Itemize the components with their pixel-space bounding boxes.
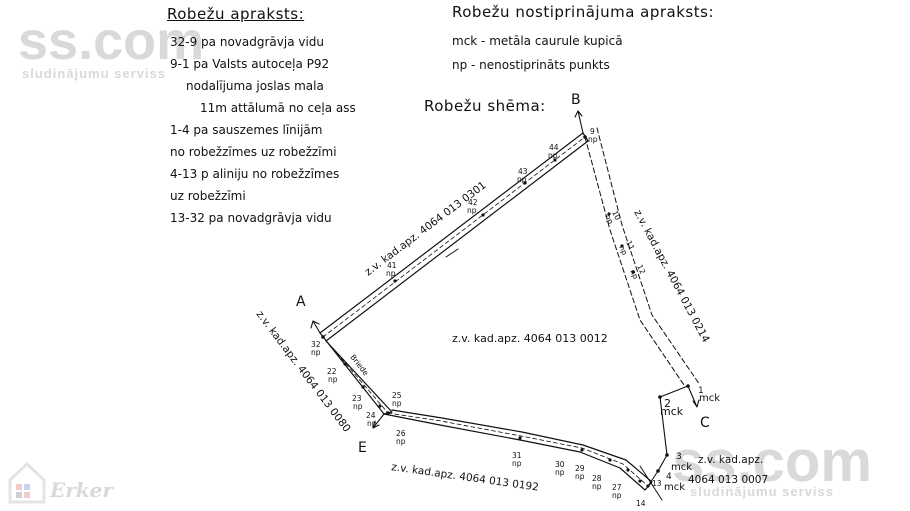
arrow-e xyxy=(372,413,385,429)
arrow-b xyxy=(574,110,584,134)
legend-item-mck: mck - metāla caurule kupicā xyxy=(452,34,623,48)
point-label-2: 2 xyxy=(664,397,671,410)
neighbor-southeast-label-2: 4064 013 0007 xyxy=(688,474,768,486)
point-type-29: np xyxy=(575,472,585,481)
neighbor-north-label: z.v. kad.apz. 4064 013 0301 xyxy=(363,179,489,278)
point-label-30: 30 xyxy=(555,460,565,469)
point-label-31: 31 xyxy=(512,451,522,460)
scheme-title: Robežu shēma: xyxy=(424,97,546,115)
point-label-12: 12 xyxy=(635,263,647,276)
watermark-top-left-sub: sludinājumu serviss xyxy=(22,66,166,81)
description-title: Robežu apraksts: xyxy=(167,5,305,23)
point-label-1: 1 xyxy=(698,386,704,396)
corner-e: E xyxy=(358,440,367,456)
point-label-10: 10 xyxy=(610,209,622,222)
corner-a: A xyxy=(296,294,306,310)
watermark-top-left: ss.com xyxy=(18,11,205,71)
center-parcel-label: z.v. kad.apz. 4064 013 0012 xyxy=(452,332,608,345)
point-label-41: 41 xyxy=(387,261,397,270)
point-label-28: 28 xyxy=(592,474,602,483)
point-label-13: 13 xyxy=(652,479,662,488)
point-label-25: 25 xyxy=(392,391,402,400)
neighbor-southeast-label-1: z.v. kad.apz. xyxy=(698,454,763,466)
point-type-41: np xyxy=(386,269,396,278)
point-label-3: 3 xyxy=(676,452,682,462)
point-type-2: mck xyxy=(660,405,684,418)
point-label-24: 24 xyxy=(366,411,376,420)
description-line-6: no robežzīmes uz robežzīmi xyxy=(170,145,337,159)
description-line-9: 13-32 pa novadgrāvja vidu xyxy=(170,211,332,225)
road-arrow xyxy=(445,248,459,258)
description-line-8: uz robežzīmi xyxy=(170,189,246,203)
description-line-4: 11m attālumā no ceļa ass xyxy=(200,101,356,115)
description-line-5: 1-4 pa sauszemes līnijām xyxy=(170,123,323,137)
point-type-22: np xyxy=(328,375,338,384)
watermark-logo-text: Erker xyxy=(50,478,113,502)
description-line-3: nodalījuma joslas mala xyxy=(186,79,324,93)
line-1-2-3-4 xyxy=(657,385,689,472)
east-boundary-dashed-1 xyxy=(584,136,685,386)
point-label-26: 26 xyxy=(396,429,406,438)
point-type-11: np xyxy=(617,244,629,257)
description-line-1: 32-9 pa novadgrāvja vidu xyxy=(170,35,325,49)
point-type-23: np xyxy=(353,402,363,411)
point-type-44: np xyxy=(548,151,558,160)
point-type-32: np xyxy=(311,348,321,357)
legend-title: Robežu nostiprinājuma apraksts: xyxy=(452,3,714,21)
logo-house-icon xyxy=(6,458,48,504)
point-type-13: mck xyxy=(664,482,685,493)
corner-b: B xyxy=(571,92,581,108)
neighbor-west-label: z.v. kad.apz. 4064 013 0080 xyxy=(254,309,353,435)
point-label-29: 29 xyxy=(575,464,585,473)
point-label-4: 4 xyxy=(666,472,672,482)
point-label-11: 11 xyxy=(624,239,636,252)
point-label-43: 43 xyxy=(518,167,528,176)
point-label-22: 22 xyxy=(327,367,337,376)
description-line-2: 9-1 pa Valsts autoceļa P92 xyxy=(170,57,330,71)
watermark-bottom-right: ss.com xyxy=(672,429,872,494)
arrow-a xyxy=(310,320,321,334)
south-boundary-ditch xyxy=(387,412,649,487)
point-type-26: np xyxy=(396,437,406,446)
arrow-c xyxy=(687,385,700,408)
point-type-10: np xyxy=(603,213,615,226)
point-label-42: 42 xyxy=(468,198,478,207)
west-boundary-ditch xyxy=(322,336,389,414)
point-type-25: np xyxy=(392,399,402,408)
point-type-30: np xyxy=(555,468,565,477)
point-label-32: 32 xyxy=(311,340,321,349)
east-boundary-dashed-2 xyxy=(596,127,701,386)
point-type-24: np xyxy=(367,419,377,428)
point-type-43: np xyxy=(517,175,527,184)
watermark-bottom-right-sub: sludinājumu serviss xyxy=(690,484,834,499)
point-type-1: mck xyxy=(699,393,720,404)
line-4-13 xyxy=(647,470,659,487)
description-line-7: 4-13 p aliniju no robežzīmes xyxy=(170,167,340,181)
point-type-3: mck xyxy=(671,462,692,473)
point-type-27: np xyxy=(612,491,622,500)
point-type-31: np xyxy=(512,459,522,468)
point-label-9: 9 xyxy=(590,127,595,136)
point-type-28: np xyxy=(592,482,602,491)
point-label-27: 27 xyxy=(612,483,622,492)
north-boundary-ditch xyxy=(322,136,586,338)
corner-c: C xyxy=(700,415,710,431)
point-type-9: np xyxy=(588,135,598,144)
line-13-14 xyxy=(639,465,663,501)
point-type-42: np xyxy=(467,206,477,215)
point-label-23: 23 xyxy=(352,394,362,403)
point-label-14: 14 xyxy=(636,499,646,508)
point-label-44: 44 xyxy=(549,143,559,152)
point-type-12: np xyxy=(628,268,640,281)
legend-item-np: np - nenostiprināts punkts xyxy=(452,58,610,72)
